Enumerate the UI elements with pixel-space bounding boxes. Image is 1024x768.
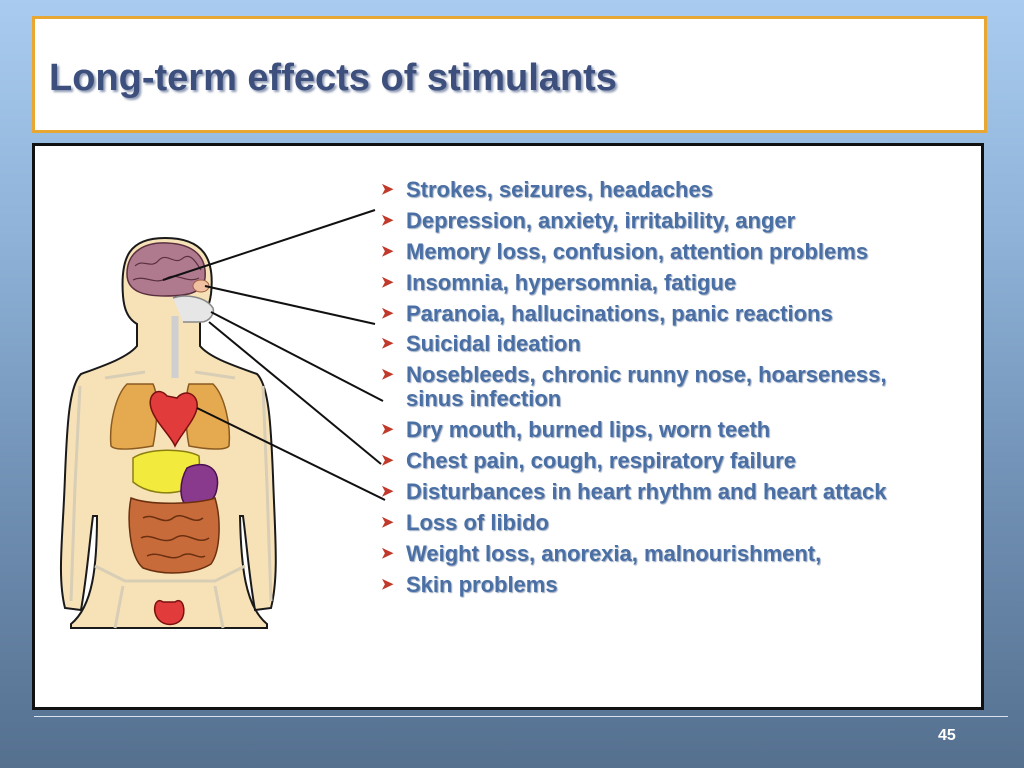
title-box: Long-term effects of stimulants <box>32 16 987 133</box>
list-item: ➤ Skin problems <box>380 571 887 597</box>
list-item-text: Skin problems <box>406 571 558 597</box>
list-item-text: Chest pain, cough, respiratory failure <box>406 448 796 474</box>
list-item-text: Depression, anxiety, irritability, anger <box>406 207 796 233</box>
brain <box>126 242 206 297</box>
list-item-text: Insomnia, hypersomnia, fatigue <box>406 269 737 295</box>
list-item-text: Dry mouth, burned lips, worn teeth <box>406 417 771 443</box>
arrow-bullet-icon: ➤ <box>381 452 394 470</box>
arrow-bullet-icon: ➤ <box>381 304 394 322</box>
genital-organ <box>153 599 185 626</box>
list-item: ➤ Weight loss, anorexia, malnourishment, <box>380 540 887 566</box>
pointer-lines <box>162 209 386 501</box>
slide-title: Long-term effects of stimulants <box>49 57 617 99</box>
list-item: ➤ Nosebleeds, chronic runny nose, hoarsen… <box>380 363 887 411</box>
arrow-bullet-icon: ➤ <box>381 335 394 353</box>
page-number: 45 <box>938 727 956 744</box>
anatomy-illustration <box>59 209 386 629</box>
list-item: ➤ Disturbances in heart rhythm and heart … <box>380 480 887 504</box>
content-box: ➤ Strokes, seizures, headaches ➤ Depressio… <box>32 143 984 710</box>
list-item-text: Nosebleeds, chronic runny nose, hoarsene… <box>406 362 887 388</box>
heart <box>149 390 198 448</box>
arrow-bullet-icon: ➤ <box>381 181 394 198</box>
list-item: ➤ Loss of libido <box>380 509 887 535</box>
arrow-bullet-icon: ➤ <box>381 483 394 501</box>
list-item: ➤ Strokes, seizures, headaches <box>380 178 887 202</box>
arrow-bullet-icon: ➤ <box>381 544 394 562</box>
list-item-text-continued: sinus infection <box>406 386 562 412</box>
list-item: ➤ Depression, anxiety, irritability, ange… <box>380 207 887 233</box>
arrow-bullet-icon: ➤ <box>381 273 394 291</box>
arrow-bullet-icon: ➤ <box>381 242 394 260</box>
list-item-text: Disturbances in heart rhythm and heart a… <box>406 479 887 505</box>
effects-list: ➤ Strokes, seizures, headaches ➤ Depressio… <box>380 178 887 604</box>
arrow-bullet-icon: ➤ <box>381 211 394 229</box>
list-item: ➤ Paranoia, hallucinations, panic reactio… <box>380 300 887 326</box>
arrow-bullet-icon: ➤ <box>381 575 394 593</box>
list-item: ➤ Dry mouth, burned lips, worn teeth <box>380 418 887 442</box>
arrow-bullet-icon: ➤ <box>381 513 394 531</box>
list-item: ➤ Chest pain, cough, respiratory failure <box>380 449 887 473</box>
nasal-passage <box>172 279 215 323</box>
intestines <box>128 496 220 574</box>
arrow-bullet-icon: ➤ <box>381 366 394 384</box>
list-item: ➤ Suicidal ideation <box>380 332 887 356</box>
list-item-text: Loss of libido <box>406 509 549 535</box>
list-item-text: Memory loss, confusion, attention proble… <box>406 238 869 264</box>
list-item: ➤ Memory loss, confusion, attention probl… <box>380 238 887 264</box>
list-item-text: Weight loss, anorexia, malnourishment, <box>406 540 822 566</box>
skeleton-lines <box>69 370 273 629</box>
list-item: ➤ Insomnia, hypersomnia, fatigue <box>380 269 887 295</box>
arrow-bullet-icon: ➤ <box>381 421 394 439</box>
footer-divider <box>34 716 1008 717</box>
list-item-text: Suicidal ideation <box>406 331 581 357</box>
list-item-text: Paranoia, hallucinations, panic reaction… <box>406 300 833 326</box>
list-item-text: Strokes, seizures, headaches <box>406 177 713 202</box>
